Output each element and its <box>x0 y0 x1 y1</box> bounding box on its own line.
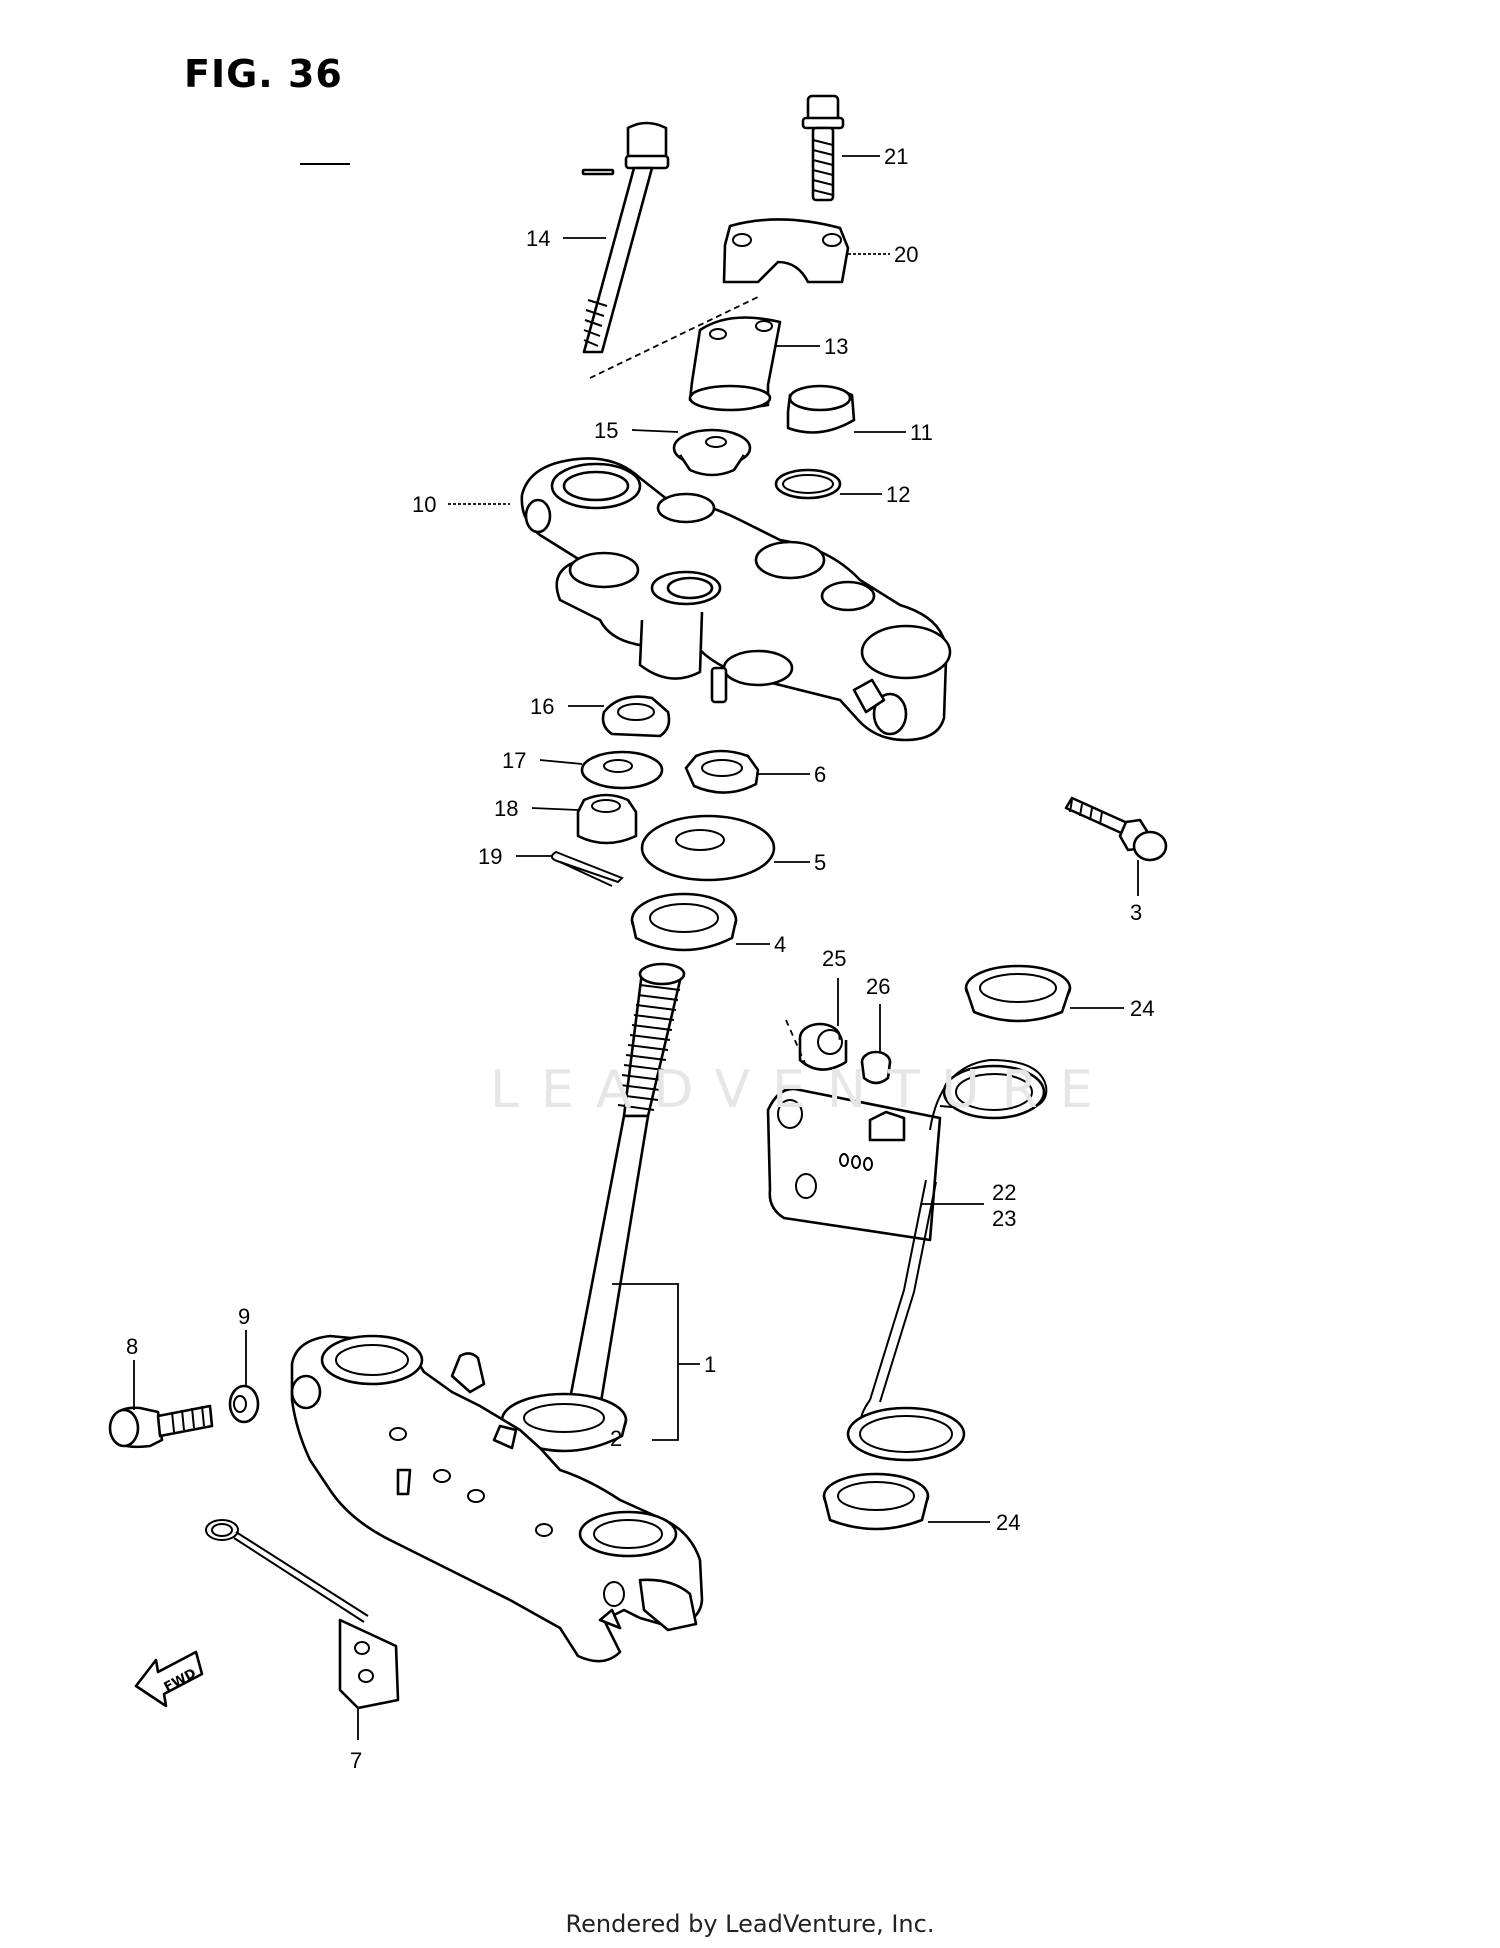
part-17-washer <box>580 750 664 790</box>
part-24-grommet-upper <box>964 964 1072 1023</box>
callout-19: 19 <box>478 844 502 869</box>
part-4-dust-seal <box>630 892 738 952</box>
callout-15: 15 <box>594 418 618 443</box>
callout-9: 9 <box>238 1304 250 1329</box>
callout-17: 17 <box>502 748 526 773</box>
part-20-holder-cap <box>722 218 850 284</box>
part-18-nut <box>576 793 638 845</box>
part-11-cap <box>786 384 856 434</box>
part-8-bolt <box>108 1404 214 1449</box>
callout-20: 20 <box>894 242 918 267</box>
part-1-steering-stem <box>564 962 686 1422</box>
callout-14: 14 <box>526 226 550 251</box>
callout-11: 11 <box>910 420 933 445</box>
callout-25: 25 <box>822 946 846 971</box>
callout-7: 7 <box>350 1748 362 1773</box>
watermark: LEADVENTURE <box>490 1060 1115 1120</box>
part-19-cotter-pin <box>550 850 624 887</box>
callout-5: 5 <box>814 850 826 875</box>
footer-credit: Rendered by LeadVenture, Inc. <box>565 1910 935 1938</box>
part-13-handlebar-holder <box>688 316 782 412</box>
callout-22: 22 <box>992 1180 1016 1205</box>
part-12-o-ring <box>774 468 842 500</box>
part-21-bolt <box>801 94 845 202</box>
fwd-arrow-icon: FWD <box>134 1650 204 1708</box>
callout-12: 12 <box>886 482 910 507</box>
callout-23: 23 <box>992 1206 1016 1231</box>
part-10-upper-bracket <box>520 457 952 742</box>
callout-6: 6 <box>814 762 826 787</box>
figure-title: FIG. 36 <box>184 52 343 96</box>
callout-18: 18 <box>494 796 518 821</box>
part-7-cable-guide <box>205 1519 400 1710</box>
callout-16: 16 <box>530 694 554 719</box>
lower-bracket <box>290 1334 704 1663</box>
part-25-spacer <box>798 1022 848 1071</box>
callout-13: 13 <box>824 334 848 359</box>
part-3-bolt <box>1064 796 1168 862</box>
callout-3: 3 <box>1130 900 1142 925</box>
callout-1: 1 <box>704 1352 716 1377</box>
callouts: 21 20 14 13 15 11 12 10 16 17 6 18 <box>126 144 1154 1773</box>
part-26-collar <box>860 1050 892 1085</box>
callout-4: 4 <box>774 932 786 957</box>
part-5-large-washer <box>640 814 776 882</box>
callout-21: 21 <box>884 144 908 169</box>
callout-26: 26 <box>866 974 890 999</box>
part-22-23-meter-bracket <box>766 1058 1048 1462</box>
part-15-cushion <box>672 428 752 477</box>
part-6-lock-nut <box>684 749 760 794</box>
part-9-washer <box>228 1384 260 1424</box>
part-24-grommet-lower <box>822 1472 930 1531</box>
callout-24-lower: 24 <box>996 1510 1020 1535</box>
part-14-long-bolt <box>581 121 670 354</box>
callout-8: 8 <box>126 1334 138 1359</box>
callout-10: 10 <box>412 492 436 517</box>
callout-2: 2 <box>610 1426 622 1451</box>
part-16-nut <box>601 695 671 738</box>
callout-24-upper: 24 <box>1130 996 1154 1021</box>
